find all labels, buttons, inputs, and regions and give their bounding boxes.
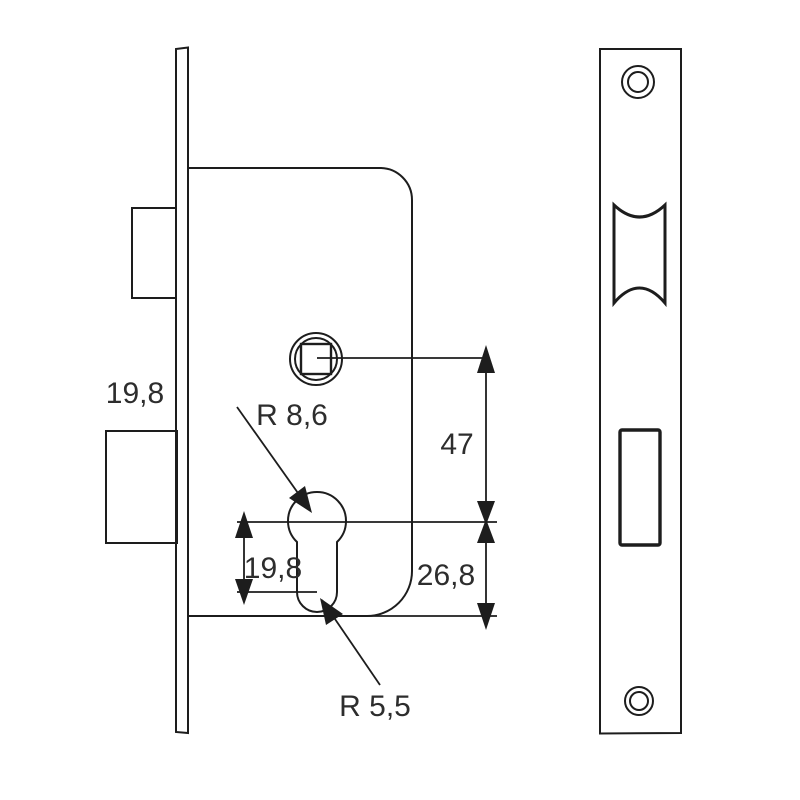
faceplate-side bbox=[175, 46, 189, 735]
label-faceplate-width: 19,8 bbox=[106, 377, 164, 410]
label-26-8: 26,8 bbox=[417, 559, 475, 592]
side-view bbox=[105, 46, 413, 735]
top-screw-hole-outer bbox=[621, 65, 655, 99]
arrow-up-26-8-top bbox=[477, 519, 495, 543]
arrow-up-47-top bbox=[477, 345, 495, 373]
dimension-lines bbox=[188, 357, 497, 686]
bottom-screw-hole-outer bbox=[624, 686, 654, 716]
label-cylinder-spacing: 19,8 bbox=[244, 552, 302, 585]
arrow-down-47-bottom bbox=[477, 501, 495, 525]
bottom-screw-hole-inner bbox=[629, 691, 649, 711]
label-47: 47 bbox=[440, 428, 473, 461]
deadbolt-block bbox=[105, 430, 178, 544]
arrow-down-26-8-bottom bbox=[477, 603, 495, 630]
top-screw-hole-inner bbox=[627, 71, 649, 93]
spindle-hub-outer-circle bbox=[289, 332, 343, 386]
faceplate-front-view bbox=[599, 48, 682, 735]
arrow-leader-r5-5 bbox=[320, 598, 343, 625]
arrow-up-19-8-top bbox=[235, 511, 253, 538]
arrow-leader-r8-6 bbox=[289, 486, 312, 513]
latch-bolt-block bbox=[131, 207, 177, 299]
spindle-hub-inner-circle bbox=[294, 337, 338, 381]
arrowheads bbox=[235, 345, 495, 630]
latch-bolt-cutout bbox=[612, 201, 667, 308]
arrow-down-19-8-bottom bbox=[235, 579, 253, 605]
deadbolt-cutout bbox=[618, 428, 662, 547]
faceplate-front-outline bbox=[599, 48, 682, 735]
dimension-labels: 19,8 R 8,6 47 19,8 26,8 R 5,5 bbox=[106, 377, 475, 723]
spindle-square-hole bbox=[299, 342, 333, 376]
label-large-radius: R 8,6 bbox=[256, 399, 328, 432]
lock-body-outline bbox=[188, 167, 413, 617]
label-small-radius: R 5,5 bbox=[339, 690, 411, 723]
